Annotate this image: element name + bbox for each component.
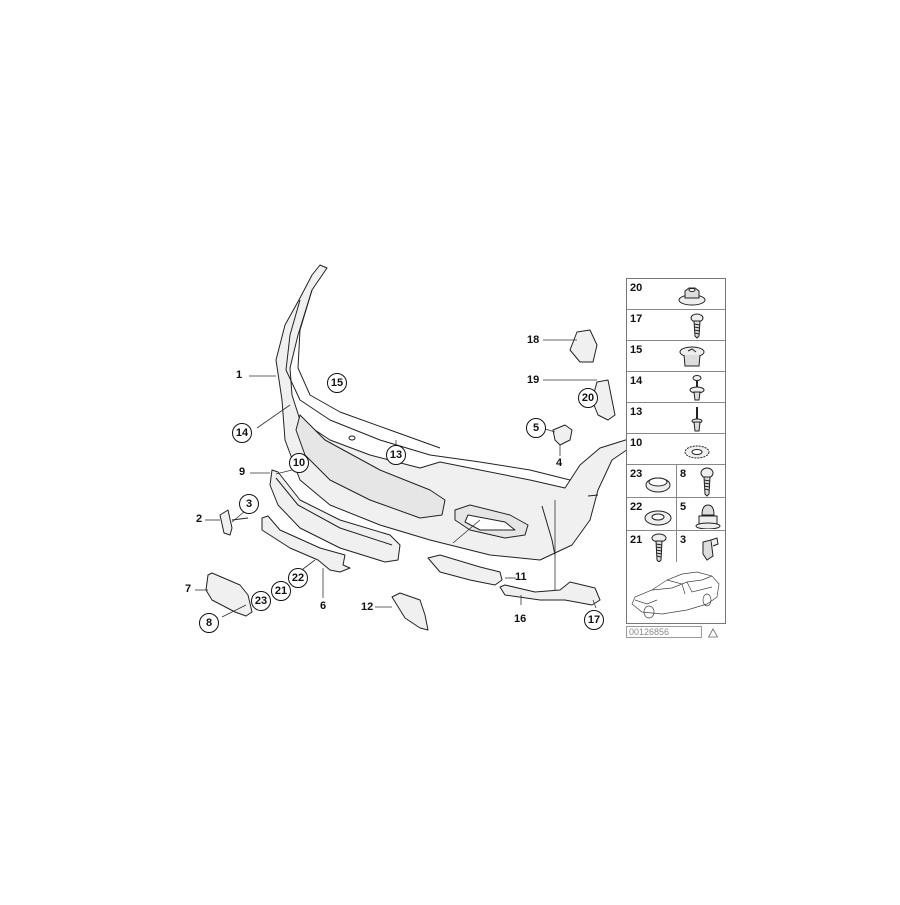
callout-5: 5 (526, 418, 546, 438)
bracket-4 (552, 424, 573, 446)
callout-9: 9 (239, 466, 246, 478)
callout-1: 1 (236, 369, 243, 381)
mounting-bracket-18 (569, 329, 598, 363)
legend-divider (676, 465, 677, 563)
callout-15: 15 (327, 373, 347, 393)
washer-icon (644, 510, 672, 526)
callout-20: 20 (578, 388, 598, 408)
document-id: 00126856 (626, 626, 702, 638)
callout-12: 12 (361, 601, 374, 613)
callout-10: 10 (289, 453, 309, 473)
bracket (219, 509, 233, 536)
callout-11: 11 (515, 571, 527, 583)
callout-19: 19 (527, 374, 540, 386)
lock-washer-icon (684, 445, 710, 459)
pin-rivet-icon (691, 407, 703, 432)
screw-icon (651, 533, 667, 563)
legend-item: 14 (627, 372, 725, 403)
callout-21: 21 (271, 581, 291, 601)
legend-item: 17 (627, 310, 725, 341)
callout-23: 23 (251, 591, 271, 611)
fastener-legend: 20 17 15 14 13 10 23 8 (626, 278, 726, 563)
wheel-arch-trim (499, 581, 601, 606)
cap-nut-icon (695, 504, 721, 529)
legend-item: 8 (677, 465, 725, 498)
warning-triangle-icon (708, 628, 718, 638)
callout-3: 3 (239, 494, 259, 514)
callout-2: 2 (196, 513, 203, 525)
callout-6: 6 (320, 600, 327, 612)
rivet-icon (689, 375, 705, 401)
screw-icon (690, 313, 704, 339)
legend-item: 15 (627, 341, 725, 372)
callout-17: 17 (584, 610, 604, 630)
license-plate-holder (205, 572, 253, 617)
callout-18: 18 (527, 334, 540, 346)
callout-16: 16 (514, 613, 527, 625)
legend-item: 3 (677, 531, 725, 563)
legend-item: 20 (627, 279, 725, 310)
fog-light-cover (427, 554, 503, 586)
hex-nut-icon (678, 287, 706, 306)
callout-13: 13 (386, 445, 406, 465)
callout-7: 7 (185, 583, 192, 595)
callout-14: 14 (232, 423, 252, 443)
trim-strip (269, 469, 401, 563)
legend-item: 13 (627, 403, 725, 434)
cover-cap (391, 592, 429, 631)
callout-22: 22 (288, 568, 308, 588)
legend-item: 23 (627, 465, 676, 498)
callout-4: 4 (556, 457, 563, 469)
callout-8: 8 (199, 613, 219, 633)
plate-base (261, 515, 351, 573)
legend-item: 5 (677, 498, 725, 531)
legend-item: 22 (627, 498, 676, 531)
legend-item: 10 (627, 434, 725, 465)
expanding-clip-icon (679, 346, 705, 367)
screw-icon (700, 467, 714, 497)
car-outline-icon (631, 571, 720, 619)
car-thumbnail (626, 562, 726, 624)
clip-icon (702, 537, 719, 561)
legend-item: 21 (627, 531, 676, 563)
cap-icon (645, 477, 671, 493)
